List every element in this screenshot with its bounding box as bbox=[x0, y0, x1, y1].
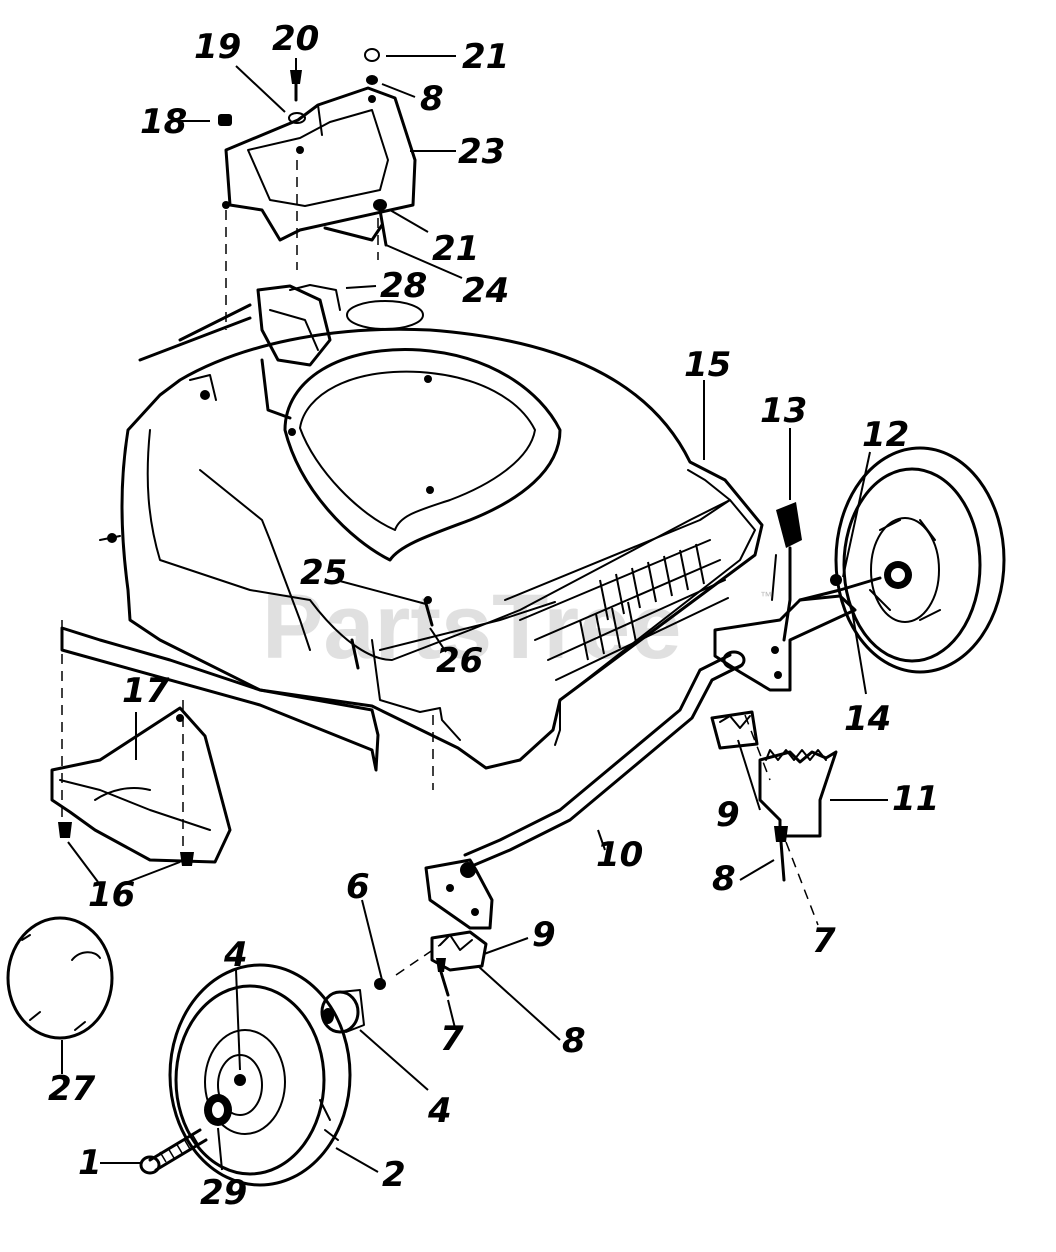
callout-7-left: 7 bbox=[440, 1019, 464, 1059]
callout-4-lower: 4 bbox=[427, 1091, 452, 1131]
callout-1: 1 bbox=[78, 1143, 102, 1183]
callout-2: 2 bbox=[382, 1155, 406, 1195]
callout-8-bottom: 8 bbox=[562, 1021, 586, 1061]
screws-part-16 bbox=[58, 822, 194, 866]
rear-deflector-part-17 bbox=[50, 706, 232, 864]
callout-19: 19 bbox=[194, 27, 241, 67]
height-adjuster-part-13 bbox=[771, 502, 802, 642]
callout-21-mid: 21 bbox=[432, 229, 479, 269]
callout-10: 10 bbox=[596, 835, 643, 875]
mower-deck-part-15 bbox=[60, 300, 764, 772]
callout-7-right: 7 bbox=[812, 921, 836, 961]
callout-14: 14 bbox=[844, 699, 891, 739]
callout-18: 18 bbox=[140, 102, 187, 142]
callout-6: 6 bbox=[346, 867, 370, 907]
callout-17: 17 bbox=[122, 671, 170, 711]
watermark-trademark: ™ bbox=[760, 589, 772, 603]
handle-fasteners bbox=[218, 48, 388, 247]
callout-29: 29 bbox=[200, 1173, 247, 1213]
callout-9-upper: 9 bbox=[716, 795, 740, 835]
handle-bracket-part-23 bbox=[222, 86, 417, 242]
u-bolt-part-24 bbox=[323, 223, 384, 242]
hub-cover-part-27 bbox=[6, 916, 114, 1040]
right-front-wheel-part-12 bbox=[830, 446, 1006, 674]
callout-16: 16 bbox=[88, 875, 135, 915]
callout-20: 20 bbox=[272, 19, 319, 59]
front-axle-part-10 bbox=[463, 650, 746, 868]
left-wheel-part-2 bbox=[168, 963, 352, 1187]
callout-4-upper: 4 bbox=[223, 935, 248, 975]
callout-28: 28 bbox=[380, 266, 427, 306]
callout-27: 27 bbox=[48, 1069, 96, 1109]
callout-8-right: 8 bbox=[712, 859, 736, 899]
deck-fasteners-part-25-26 bbox=[350, 596, 434, 670]
axle-bolt-part-1 bbox=[139, 1128, 208, 1175]
part-callouts: 19 20 21 8 18 23 21 24 28 15 13 12 25 26… bbox=[48, 19, 939, 1213]
callout-21-top: 21 bbox=[462, 37, 509, 77]
callout-8-top: 8 bbox=[420, 79, 444, 119]
callout-25: 25 bbox=[300, 553, 347, 593]
callout-24: 24 bbox=[462, 271, 509, 311]
height-plate-part-9-11 bbox=[710, 710, 838, 882]
callout-13: 13 bbox=[760, 391, 807, 431]
left-axle-bracket bbox=[374, 858, 494, 997]
callout-15: 15 bbox=[684, 345, 731, 385]
callout-9-lower: 9 bbox=[532, 915, 556, 955]
handle-mount-part-28 bbox=[138, 284, 341, 420]
callout-26: 26 bbox=[436, 641, 483, 681]
leader-lines bbox=[61, 55, 888, 1173]
callout-11: 11 bbox=[892, 779, 939, 819]
callout-23: 23 bbox=[458, 132, 505, 172]
bushing-part-4 bbox=[320, 989, 365, 1034]
callout-12: 12 bbox=[862, 415, 909, 455]
assembly-guides bbox=[61, 160, 819, 976]
